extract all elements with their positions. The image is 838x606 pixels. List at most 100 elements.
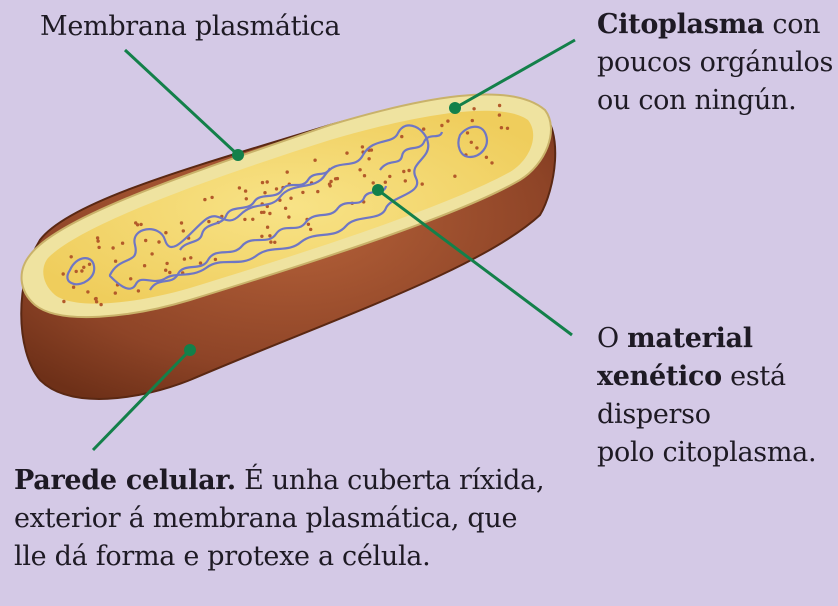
- ribosome-dot: [363, 174, 366, 177]
- cytoplasm-label-line-2: poucos orgánulos: [597, 44, 833, 82]
- ribosome-dot: [137, 289, 140, 292]
- ribosome-dot: [402, 170, 405, 173]
- ribosome-dot: [471, 119, 474, 122]
- leader-membrane-dot: [232, 149, 244, 161]
- ribosome-dot: [313, 159, 316, 162]
- ribosome-dot: [164, 231, 167, 234]
- ribosome-dot: [301, 191, 304, 194]
- ribosome-dot: [99, 303, 102, 306]
- ribosome-dot: [266, 226, 269, 229]
- ribosome-dot: [404, 179, 407, 182]
- ribosome-dot: [114, 260, 117, 263]
- ribosome-dot: [97, 246, 100, 249]
- ribosome-dot: [446, 119, 449, 122]
- ribosome-dot: [268, 234, 271, 237]
- ribosome-dot: [168, 271, 171, 274]
- ribosome-dot: [261, 181, 264, 184]
- ribosome-dot: [284, 207, 287, 210]
- ribosome-dot: [86, 290, 89, 293]
- ribosome-dot: [214, 258, 217, 261]
- ribosome-dot: [150, 252, 153, 255]
- ribosome-dot: [62, 300, 65, 303]
- ribosome-dot: [180, 221, 183, 224]
- ribosome-dot: [199, 261, 202, 264]
- ribosome-dot: [490, 161, 493, 164]
- genetic-label-line-4: polo citoplasma.: [597, 434, 816, 472]
- ribosome-dot: [266, 180, 269, 183]
- genetic-label-rest-2: está: [722, 361, 786, 392]
- genetic-label-prefix: O: [597, 323, 627, 354]
- ribosome-dot: [316, 190, 319, 193]
- ribosome-dot: [75, 270, 78, 273]
- ribosome-dot: [286, 170, 289, 173]
- genetic-material-label: O material xenético está disperso polo c…: [597, 320, 816, 472]
- ribosome-dot: [80, 269, 83, 272]
- ribosome-dot: [466, 131, 469, 134]
- ribosome-dot: [367, 157, 370, 160]
- ribosome-dot: [440, 124, 443, 127]
- cell-wall-label-line-2: exterior á membrana plasmática, que: [14, 500, 544, 538]
- cell-wall-label: Parede celular. É unha cuberta ríxida, e…: [14, 462, 544, 576]
- ribosome-dot: [129, 277, 132, 280]
- ribosome-dot: [72, 286, 75, 289]
- ribosome-dot: [498, 113, 501, 116]
- ribosome-dot: [372, 181, 375, 184]
- ribosome-dot: [370, 148, 373, 151]
- ribosome-dot: [207, 220, 210, 223]
- cytoplasm-label-line-1: con: [764, 9, 820, 40]
- ribosome-dot: [506, 127, 509, 130]
- ribosome-dot: [245, 197, 248, 200]
- ribosome-dot: [500, 126, 503, 129]
- cytoplasm-label-line-3: ou con ningún.: [597, 82, 833, 120]
- ribosome-dot: [96, 236, 99, 239]
- ribosome-dot: [472, 107, 475, 110]
- ribosome-dot: [251, 218, 254, 221]
- ribosome-dot: [94, 297, 97, 300]
- ribosome-dot: [470, 141, 473, 144]
- ribosome-dot: [400, 135, 403, 138]
- ribosome-dot: [334, 177, 337, 180]
- membrane-label-text: Membrana plasmática: [40, 8, 340, 46]
- genetic-label-line-3: disperso: [597, 396, 816, 434]
- leader-membrane: [125, 50, 238, 155]
- ribosome-dot: [358, 168, 361, 171]
- membrane-label: Membrana plasmática: [40, 8, 340, 46]
- ribosome-dot: [144, 239, 147, 242]
- ribosome-dot: [182, 229, 185, 232]
- ribosome-dot: [307, 223, 310, 226]
- ribosome-dot: [244, 189, 247, 192]
- ribosome-dot: [475, 146, 478, 149]
- ribosome-dot: [345, 151, 348, 154]
- ribosome-dot: [361, 145, 364, 148]
- ribosome-dot: [96, 239, 99, 242]
- ribosome-dot: [189, 256, 192, 259]
- genetic-label-bold-2: xenético: [597, 361, 722, 392]
- ribosome-dot: [139, 223, 142, 226]
- ribosome-dot: [243, 218, 246, 221]
- ribosome-dot: [88, 263, 91, 266]
- ribosome-dot: [309, 228, 312, 231]
- ribosome-dot: [62, 272, 65, 275]
- ribosome-dot: [164, 269, 167, 272]
- ribosome-dot: [289, 197, 292, 200]
- ribosome-dot: [268, 212, 271, 215]
- ribosome-dot: [70, 255, 73, 258]
- leader-wall-dot: [184, 344, 196, 356]
- ribosome-dot: [210, 196, 213, 199]
- ribosome-dot: [143, 264, 146, 267]
- cell-wall-label-bold: Parede celular.: [14, 465, 236, 496]
- ribosome-dot: [111, 246, 114, 249]
- ribosome-dot: [485, 156, 488, 159]
- ribosome-dot: [388, 175, 391, 178]
- ribosome-dot: [82, 266, 85, 269]
- ribosome-dot: [263, 191, 266, 194]
- cell-wall-label-line-3: lle dá forma e protexe a célula.: [14, 538, 544, 576]
- ribosome-dot: [422, 127, 425, 130]
- ribosome-dot: [183, 257, 186, 260]
- ribosome-dot: [203, 198, 206, 201]
- ribosome-dot: [121, 242, 124, 245]
- ribosome-dot: [269, 240, 272, 243]
- cell-wall-label-rest-1: É unha cuberta ríxida,: [236, 465, 544, 496]
- ribosome-dot: [421, 182, 424, 185]
- ribosome-dot: [238, 186, 241, 189]
